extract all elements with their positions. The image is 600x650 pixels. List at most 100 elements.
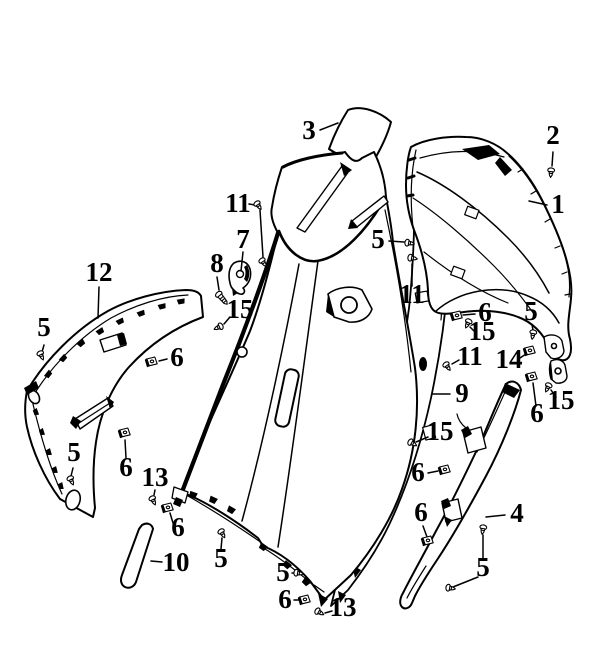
- screw-icon: [478, 523, 488, 536]
- clip-icon: [117, 427, 131, 439]
- callout-label-8: 8: [210, 248, 224, 278]
- leader-line-part-6: [532, 382, 537, 407]
- callout-label-11: 11: [399, 279, 425, 309]
- center-right-tip-marks: [313, 584, 328, 607]
- center-panel-left-edge: [179, 230, 281, 495]
- part-12-top-tabs: [43, 298, 185, 379]
- callout-label-5: 5: [524, 296, 538, 326]
- leader-line-part-4: [485, 514, 506, 518]
- screw-icon: [313, 606, 326, 619]
- neck-strip-left: [296, 162, 352, 233]
- callout-label-3: 3: [302, 115, 316, 145]
- center-left-tip-bracket: [171, 486, 189, 507]
- callout-label-5: 5: [276, 557, 290, 587]
- clip-icon: [297, 594, 311, 606]
- screw-icon: [35, 349, 47, 362]
- part-4-garnish: [399, 380, 522, 610]
- callout-label-15: 15: [427, 416, 454, 446]
- screw-icon: [546, 167, 556, 179]
- leader-line-part-6: [427, 470, 439, 474]
- callout-label-6: 6: [530, 398, 544, 428]
- callout-label-13: 13: [330, 592, 357, 622]
- callout-label-13: 13: [142, 462, 169, 492]
- part-10-strip: [120, 522, 154, 589]
- screw-icon: [212, 321, 225, 333]
- leader-line-part-11: [451, 359, 460, 365]
- leader-line-part-1: [528, 200, 548, 206]
- leader-line-part-15: [415, 436, 429, 443]
- part-1-lower-bracket: [543, 334, 565, 360]
- part-12-fork-detail: [70, 396, 114, 430]
- leader-line-part-5: [531, 324, 534, 331]
- callout-label-12: 12: [86, 257, 113, 287]
- callout-label-1: 1: [551, 189, 565, 219]
- leader-line-part-2: [551, 151, 554, 167]
- callout-label-5: 5: [476, 552, 490, 582]
- leader-line-part-13: [324, 610, 333, 614]
- clip-icon: [449, 310, 463, 322]
- fuel-lid-boss: [326, 286, 373, 323]
- leader-line-part-5: [452, 576, 479, 588]
- screw-icon: [252, 199, 265, 212]
- part-12-edge-tabs: [32, 408, 64, 490]
- leader-line-part-6: [169, 512, 174, 524]
- center-hem-tabs: [189, 490, 311, 587]
- leader-line-part-11: [259, 209, 264, 258]
- leader-line-part-15: [469, 326, 475, 332]
- leader-line-part-5: [70, 467, 74, 477]
- center-channel-right: [277, 260, 319, 548]
- callout-label-15: 15: [548, 385, 575, 415]
- part-4-bracket-upper: [456, 413, 487, 454]
- screw-icon: [444, 583, 457, 593]
- callout-label-5: 5: [214, 543, 228, 573]
- screw-icon: [147, 494, 159, 507]
- callout-label-11: 11: [457, 341, 483, 371]
- callout-label-6: 6: [170, 342, 184, 372]
- leader-line-part-7: [240, 251, 244, 272]
- leader-line-part-5: [388, 240, 405, 243]
- callout-label-14: 14: [496, 344, 523, 374]
- center-panel-hole: [236, 346, 248, 358]
- clip-icon: [524, 371, 538, 383]
- clip-icon: [144, 356, 158, 368]
- leader-line-part-5: [220, 537, 223, 550]
- center-panel-neck-opening: [277, 198, 386, 263]
- leader-line-part-6: [422, 525, 428, 538]
- leader-line-part-15: [550, 389, 557, 398]
- screw-icon: [441, 360, 454, 373]
- callout-label-7: 7: [236, 224, 250, 254]
- part-12-lower-hole: [64, 489, 82, 511]
- clip-icon: [437, 464, 451, 476]
- center-inner-cover: [171, 151, 419, 607]
- callout-label-5: 5: [67, 437, 81, 467]
- part-1-tip-boss: [548, 358, 568, 384]
- leader-line-part-8: [216, 276, 220, 291]
- callout-label-6: 6: [119, 452, 133, 482]
- leader-line-part-6: [158, 358, 168, 362]
- center-channel-left: [241, 263, 300, 522]
- callout-label-11: 11: [225, 188, 251, 218]
- callout-label-6: 6: [278, 584, 292, 614]
- leader-line-part-6: [124, 439, 127, 459]
- leader-line-part-3: [319, 122, 339, 131]
- callout-label-15: 15: [227, 294, 254, 324]
- callout-label-6: 6: [411, 457, 425, 487]
- callout-label-10: 10: [163, 547, 190, 577]
- part-1-front-cover: [405, 135, 573, 384]
- leader-line-part-12: [97, 286, 100, 319]
- callout-label-6: 6: [171, 512, 185, 542]
- part-4-bracket-lower: [441, 498, 463, 527]
- part-12-corner-mark: [24, 381, 39, 395]
- leader-line-part-15: [223, 316, 231, 325]
- leader-line-part-6: [462, 313, 476, 316]
- leader-line-part-10: [150, 560, 163, 563]
- callout-label-5: 5: [37, 312, 51, 342]
- part-12-left-cover: [24, 289, 204, 518]
- leader-lines: [41, 122, 557, 614]
- callout-label-5: 5: [371, 224, 385, 254]
- clip-icon: [522, 345, 536, 357]
- callout-label-15: 15: [469, 316, 496, 346]
